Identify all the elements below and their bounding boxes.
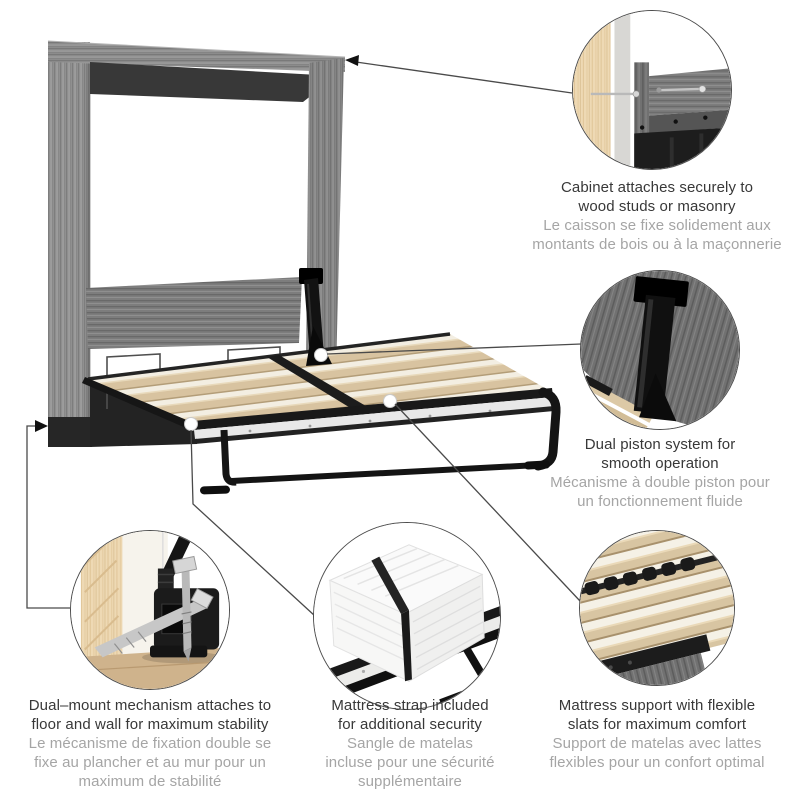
leader-mattress-strap	[190, 429, 316, 617]
caption-mattress-support: Mattress support with flexible slats for…	[507, 696, 800, 772]
caption-cabinet-attachment-fr: Le caisson se fixe solidement aux montan…	[532, 217, 782, 253]
caption-mattress-strap-fr: Sangle de matelas incluse pour une sécur…	[325, 735, 495, 790]
caption-cabinet-attachment: Cabinet attaches securely to wood studs …	[507, 178, 800, 254]
caption-dual-piston: Dual piston system for smooth operation …	[510, 435, 800, 511]
caption-mattress-support-fr: Support de matelas avec lattes flexibles…	[549, 735, 765, 771]
arrowhead-top	[345, 55, 359, 66]
caption-cabinet-attachment-en: Cabinet attaches securely to wood studs …	[560, 179, 754, 215]
marker-dot-frame	[184, 417, 198, 431]
caption-dual-piston-fr: Mécanisme à double piston pour un foncti…	[550, 474, 770, 510]
mattress-support-detail	[580, 531, 734, 685]
callout-circle-mattress-support	[579, 530, 735, 686]
leader-cabinet-attachment	[355, 61, 573, 94]
mattress-strap-detail	[314, 523, 500, 709]
callout-circle-cabinet-attachment	[572, 10, 732, 170]
caption-dual-mount: Dual–mount mechanism attaches to floor a…	[5, 696, 295, 791]
marker-dot-piston	[314, 348, 328, 362]
caption-dual-mount-fr: Le mécanisme de fixation double se fixe …	[28, 735, 272, 790]
cabinet-attachment-detail	[573, 11, 731, 169]
marker-dots	[184, 348, 397, 431]
caption-dual-mount-en: Dual–mount mechanism attaches to floor a…	[28, 697, 272, 733]
arrowhead-left	[35, 420, 48, 432]
leader-lines	[26, 61, 582, 617]
marker-dot-slats	[383, 394, 397, 408]
caption-mattress-support-en: Mattress support with flexible slats for…	[558, 697, 756, 733]
caption-mattress-strap: Mattress strap included for additional s…	[290, 696, 530, 791]
dual-piston-detail	[581, 271, 739, 429]
slat-deck	[82, 332, 554, 444]
caption-mattress-strap-en: Mattress strap included for additional s…	[331, 697, 489, 733]
leader-dual-piston	[326, 343, 582, 355]
callout-circle-dual-piston	[580, 270, 740, 430]
callout-circle-dual-mount	[70, 530, 230, 690]
callout-circle-mattress-strap	[313, 522, 501, 710]
bed-legs	[200, 387, 561, 495]
leader-dual-mount	[26, 425, 70, 609]
leader-mattress-support	[394, 403, 581, 602]
dual-mount-detail	[71, 531, 229, 689]
caption-dual-piston-en: Dual piston system for smooth operation	[584, 436, 736, 472]
